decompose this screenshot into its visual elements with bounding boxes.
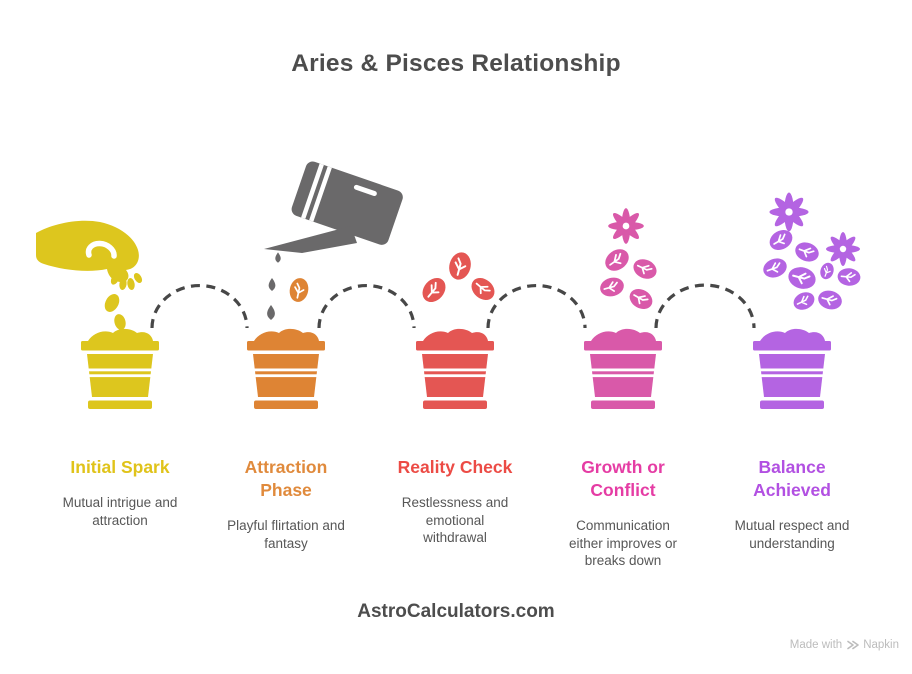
stage-description: Communication either improves or breaks … (568, 518, 678, 568)
watermark-brand: Napkin (863, 639, 899, 651)
flower-bud (765, 225, 797, 255)
flower-bud (784, 263, 820, 293)
stage-column-attraction-phase: Attraction Phase Playful flirtation and … (201, 456, 371, 552)
stage-column-growth-or-conflict: Growth or Conflict Communication either … (538, 456, 708, 570)
stage-title: Attraction Phase (244, 457, 328, 500)
stage-title: Growth or Conflict (581, 457, 665, 500)
flower-bud (836, 266, 862, 288)
stage-4-illustration (583, 208, 663, 409)
star-flower (769, 192, 809, 232)
water-drop (268, 278, 276, 291)
stage-description: Mutual respect and understanding (734, 518, 850, 551)
flower-pot (752, 328, 832, 409)
water-drop (275, 252, 281, 263)
sprout-leaf (286, 275, 312, 305)
stage-title: Reality Check (397, 457, 513, 477)
flower-bud (600, 243, 634, 277)
stage-description: Restlessness and emotional withdrawal (401, 495, 509, 545)
stage-title: Initial Spark (70, 457, 170, 477)
flower-bud (597, 274, 627, 300)
connector-arcs (150, 283, 756, 329)
watermark-prefix: Made with (789, 639, 843, 651)
napkin-logo-icon (847, 640, 859, 650)
flower-bud (791, 238, 823, 266)
flower-bud (416, 272, 452, 308)
arc-connector (486, 284, 587, 329)
stage-1-illustration (36, 220, 160, 409)
flower-bud (817, 260, 837, 282)
stage-description: Mutual intrigue and attraction (62, 495, 178, 528)
flower-bud (445, 248, 475, 284)
flower-pot (415, 328, 495, 409)
stage-column-balance-achieved: Balance Achieved Mutual respect and unde… (707, 456, 877, 552)
stage-2-illustration (246, 161, 403, 409)
stage-column-initial-spark: Initial Spark Mutual intrigue and attrac… (35, 456, 205, 529)
seed (104, 294, 120, 312)
watermark: Made with Napkin (790, 639, 899, 651)
stage-5-illustration (752, 192, 862, 409)
water-drop (267, 304, 275, 320)
stage-description: Playful flirtation and fantasy (227, 518, 345, 551)
flower-pot (583, 328, 663, 409)
flower-bud (629, 254, 661, 284)
seed (114, 314, 126, 330)
star-flower (608, 208, 644, 244)
flower-pot (80, 328, 160, 409)
flower-bud (466, 272, 500, 306)
site-footer: AstroCalculators.com (357, 601, 555, 622)
star-flower (826, 232, 860, 266)
flower-bud (815, 287, 845, 313)
flower-pot (246, 328, 326, 409)
watering-can-icon (264, 161, 403, 320)
arc-connector (317, 283, 416, 329)
page-title: Aries & Pisces Relationship (291, 50, 621, 77)
stage-column-reality-check: Reality Check Restlessness and emotional… (370, 456, 540, 547)
arc-connector (150, 283, 249, 329)
stage-title: Balance Achieved (753, 457, 831, 500)
hand-planting-seeds-icon (36, 220, 143, 330)
flower-bud (789, 288, 819, 314)
flower-bud (625, 284, 657, 314)
arc-connector (654, 283, 756, 329)
stage-3-illustration (415, 248, 500, 409)
flower-bud (759, 254, 791, 282)
